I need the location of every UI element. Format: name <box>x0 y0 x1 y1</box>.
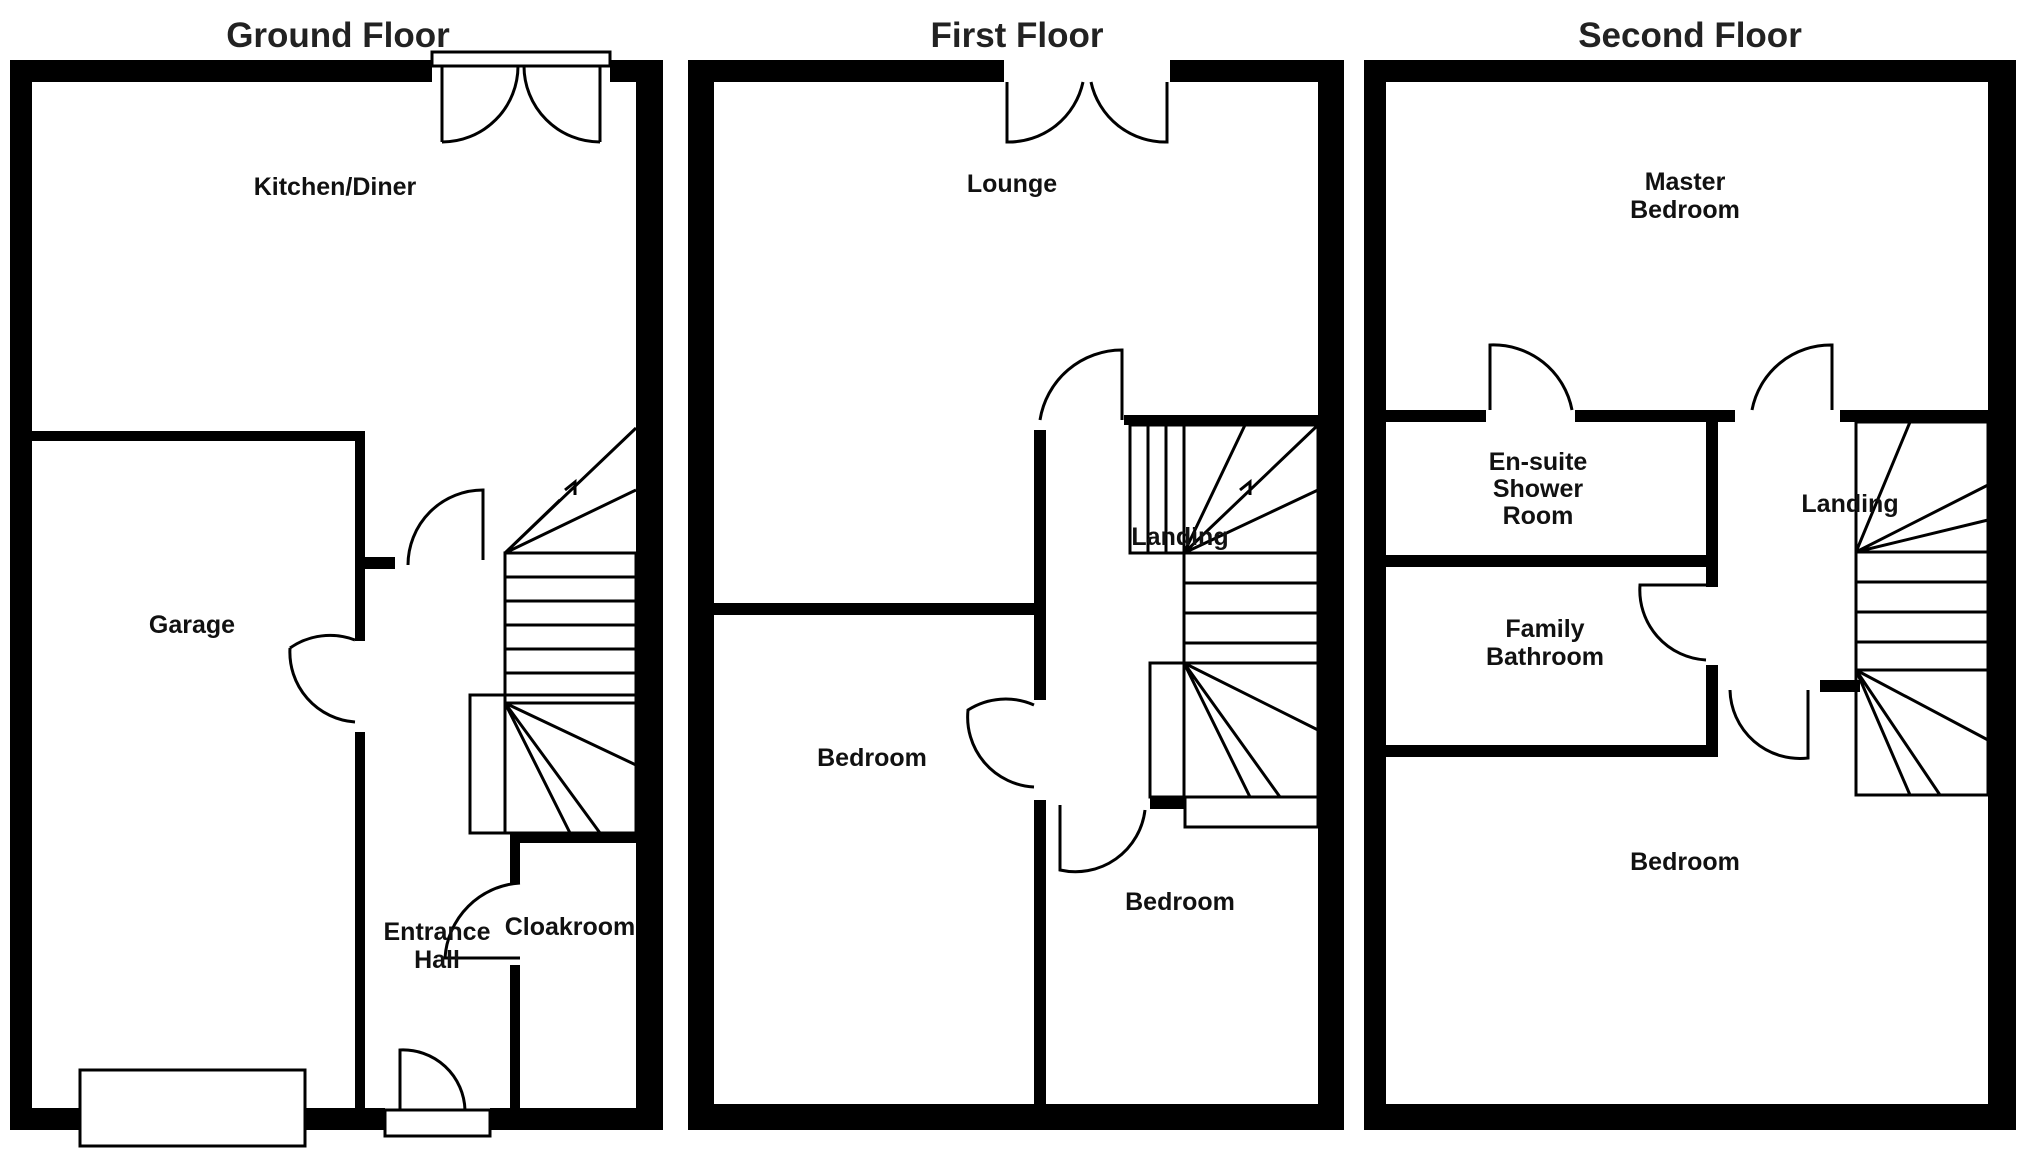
cloakroom-wall <box>510 965 520 1110</box>
garage-wall <box>355 431 365 641</box>
stair-lower-block <box>468 693 638 835</box>
room-label-entrance-hall: Hall <box>414 946 460 974</box>
bedroom-door <box>966 697 1035 789</box>
landing-wall-stub <box>1150 797 1185 809</box>
room-label-ensuite: Shower <box>1493 475 1584 503</box>
cloakroom-door <box>443 881 521 960</box>
master-bedroom-door <box>1750 343 1834 411</box>
ground-floor-staircase <box>468 426 638 835</box>
bathroom-door <box>1638 583 1707 662</box>
outer-wall <box>1364 60 1386 1130</box>
bedroom-door <box>1728 689 1810 760</box>
ensuite-divider <box>1706 410 1718 585</box>
ensuite-wall <box>1575 410 1735 422</box>
balcony-door <box>1005 81 1169 144</box>
stair-mid-block <box>1182 551 1320 665</box>
ensuite-bathroom-wall <box>1386 555 1706 567</box>
front-door-frame <box>383 1108 492 1138</box>
room-label-master-bedroom: Master <box>1645 168 1726 196</box>
landing-wall <box>1840 410 1988 422</box>
outer-wall <box>1364 60 2016 82</box>
stair-top-block <box>1854 420 1990 554</box>
bathroom-wall <box>1706 665 1718 755</box>
hall-wall-stub <box>365 557 395 569</box>
room-label-landing: Landing <box>1801 490 1898 518</box>
bedroom-door <box>1058 805 1147 874</box>
outer-wall <box>688 60 1004 82</box>
room-label-landing: Landing <box>1131 523 1228 551</box>
room-label-family-bathroom: Family <box>1505 615 1584 643</box>
first-floor-plan: First Floor Loung <box>688 16 1344 1130</box>
room-label-family-bathroom: Bathroom <box>1486 643 1604 671</box>
outer-wall <box>1364 1104 2016 1130</box>
second-floor-plan: Second Floor Master Bedro <box>1364 16 2016 1130</box>
stair-treads <box>1184 581 1318 645</box>
second-floor-title: Second Floor <box>1578 16 1802 55</box>
ensuite-wall <box>1386 410 1486 422</box>
bathroom-wall <box>1706 567 1718 587</box>
room-label-ensuite: Room <box>1503 502 1574 530</box>
stair-arrow <box>564 478 577 495</box>
stair-lower-block <box>1854 668 1990 797</box>
stair-bottom-tread <box>1183 795 1320 829</box>
outer-wall <box>1170 60 1344 82</box>
room-label-ensuite: En-suite <box>1489 448 1588 476</box>
stair-lower-winders <box>1854 668 1989 796</box>
room-label-bedroom: Bedroom <box>817 744 927 772</box>
room-label-entrance-hall: Entrance <box>384 918 491 946</box>
garage-wall <box>32 431 363 441</box>
patio-door-frame <box>430 50 612 68</box>
lounge-door <box>1038 348 1124 421</box>
room-label-bedroom: Bedroom <box>1630 848 1740 876</box>
outer-wall <box>688 1104 1344 1130</box>
stair-lower-winders <box>1182 661 1319 798</box>
stair-winders <box>503 426 638 555</box>
room-label-garage: Garage <box>149 611 235 639</box>
stair-treads <box>1856 580 1988 644</box>
bedroom-divider <box>1034 800 1046 1104</box>
first-floor-title: First Floor <box>930 16 1103 55</box>
stair-treads <box>505 575 636 675</box>
room-label-lounge: Lounge <box>967 170 1057 198</box>
outer-wall <box>10 1108 80 1130</box>
bedroom-wall <box>714 603 1034 615</box>
room-label-kitchen-diner: Kitchen/Diner <box>254 173 417 201</box>
front-door <box>398 1048 467 1111</box>
outer-wall <box>10 60 32 1130</box>
stair-lower-winders <box>503 701 637 834</box>
ensuite-door <box>1488 343 1574 411</box>
stair-treads <box>1146 425 1186 553</box>
patio-door <box>440 65 602 144</box>
ground-floor-title: Ground Floor <box>226 16 450 55</box>
landing-wall <box>1034 430 1046 700</box>
outer-wall <box>636 60 663 1130</box>
outer-wall <box>1318 60 1344 1130</box>
room-label-bedroom: Bedroom <box>1125 888 1235 916</box>
ground-floor-plan: Ground Floor <box>10 16 663 1148</box>
garage-wall <box>355 732 365 1110</box>
outer-wall <box>490 1108 663 1130</box>
garage-door <box>288 633 356 724</box>
hall-door <box>406 488 485 566</box>
outer-wall <box>1988 60 2016 1130</box>
landing-wall <box>1124 415 1318 425</box>
outer-wall <box>10 60 432 82</box>
landing-wall-stub <box>1820 680 1860 692</box>
cloakroom-wall <box>510 833 520 883</box>
second-floor-staircase <box>1854 420 1990 797</box>
room-label-cloakroom: Cloakroom <box>505 913 636 941</box>
outer-wall <box>688 60 714 1130</box>
room-label-master-bedroom: Bedroom <box>1630 196 1740 224</box>
stair-arrow <box>1239 478 1252 495</box>
bathroom-bedroom-wall <box>1386 745 1718 757</box>
first-floor-staircase <box>1128 423 1320 829</box>
stair-lower-block <box>1148 661 1320 799</box>
garage-door-frame <box>78 1068 307 1148</box>
stair-block <box>503 551 638 705</box>
stair-winders <box>1854 421 1989 554</box>
cloakroom-wall <box>510 833 636 843</box>
outer-wall <box>305 1108 385 1130</box>
